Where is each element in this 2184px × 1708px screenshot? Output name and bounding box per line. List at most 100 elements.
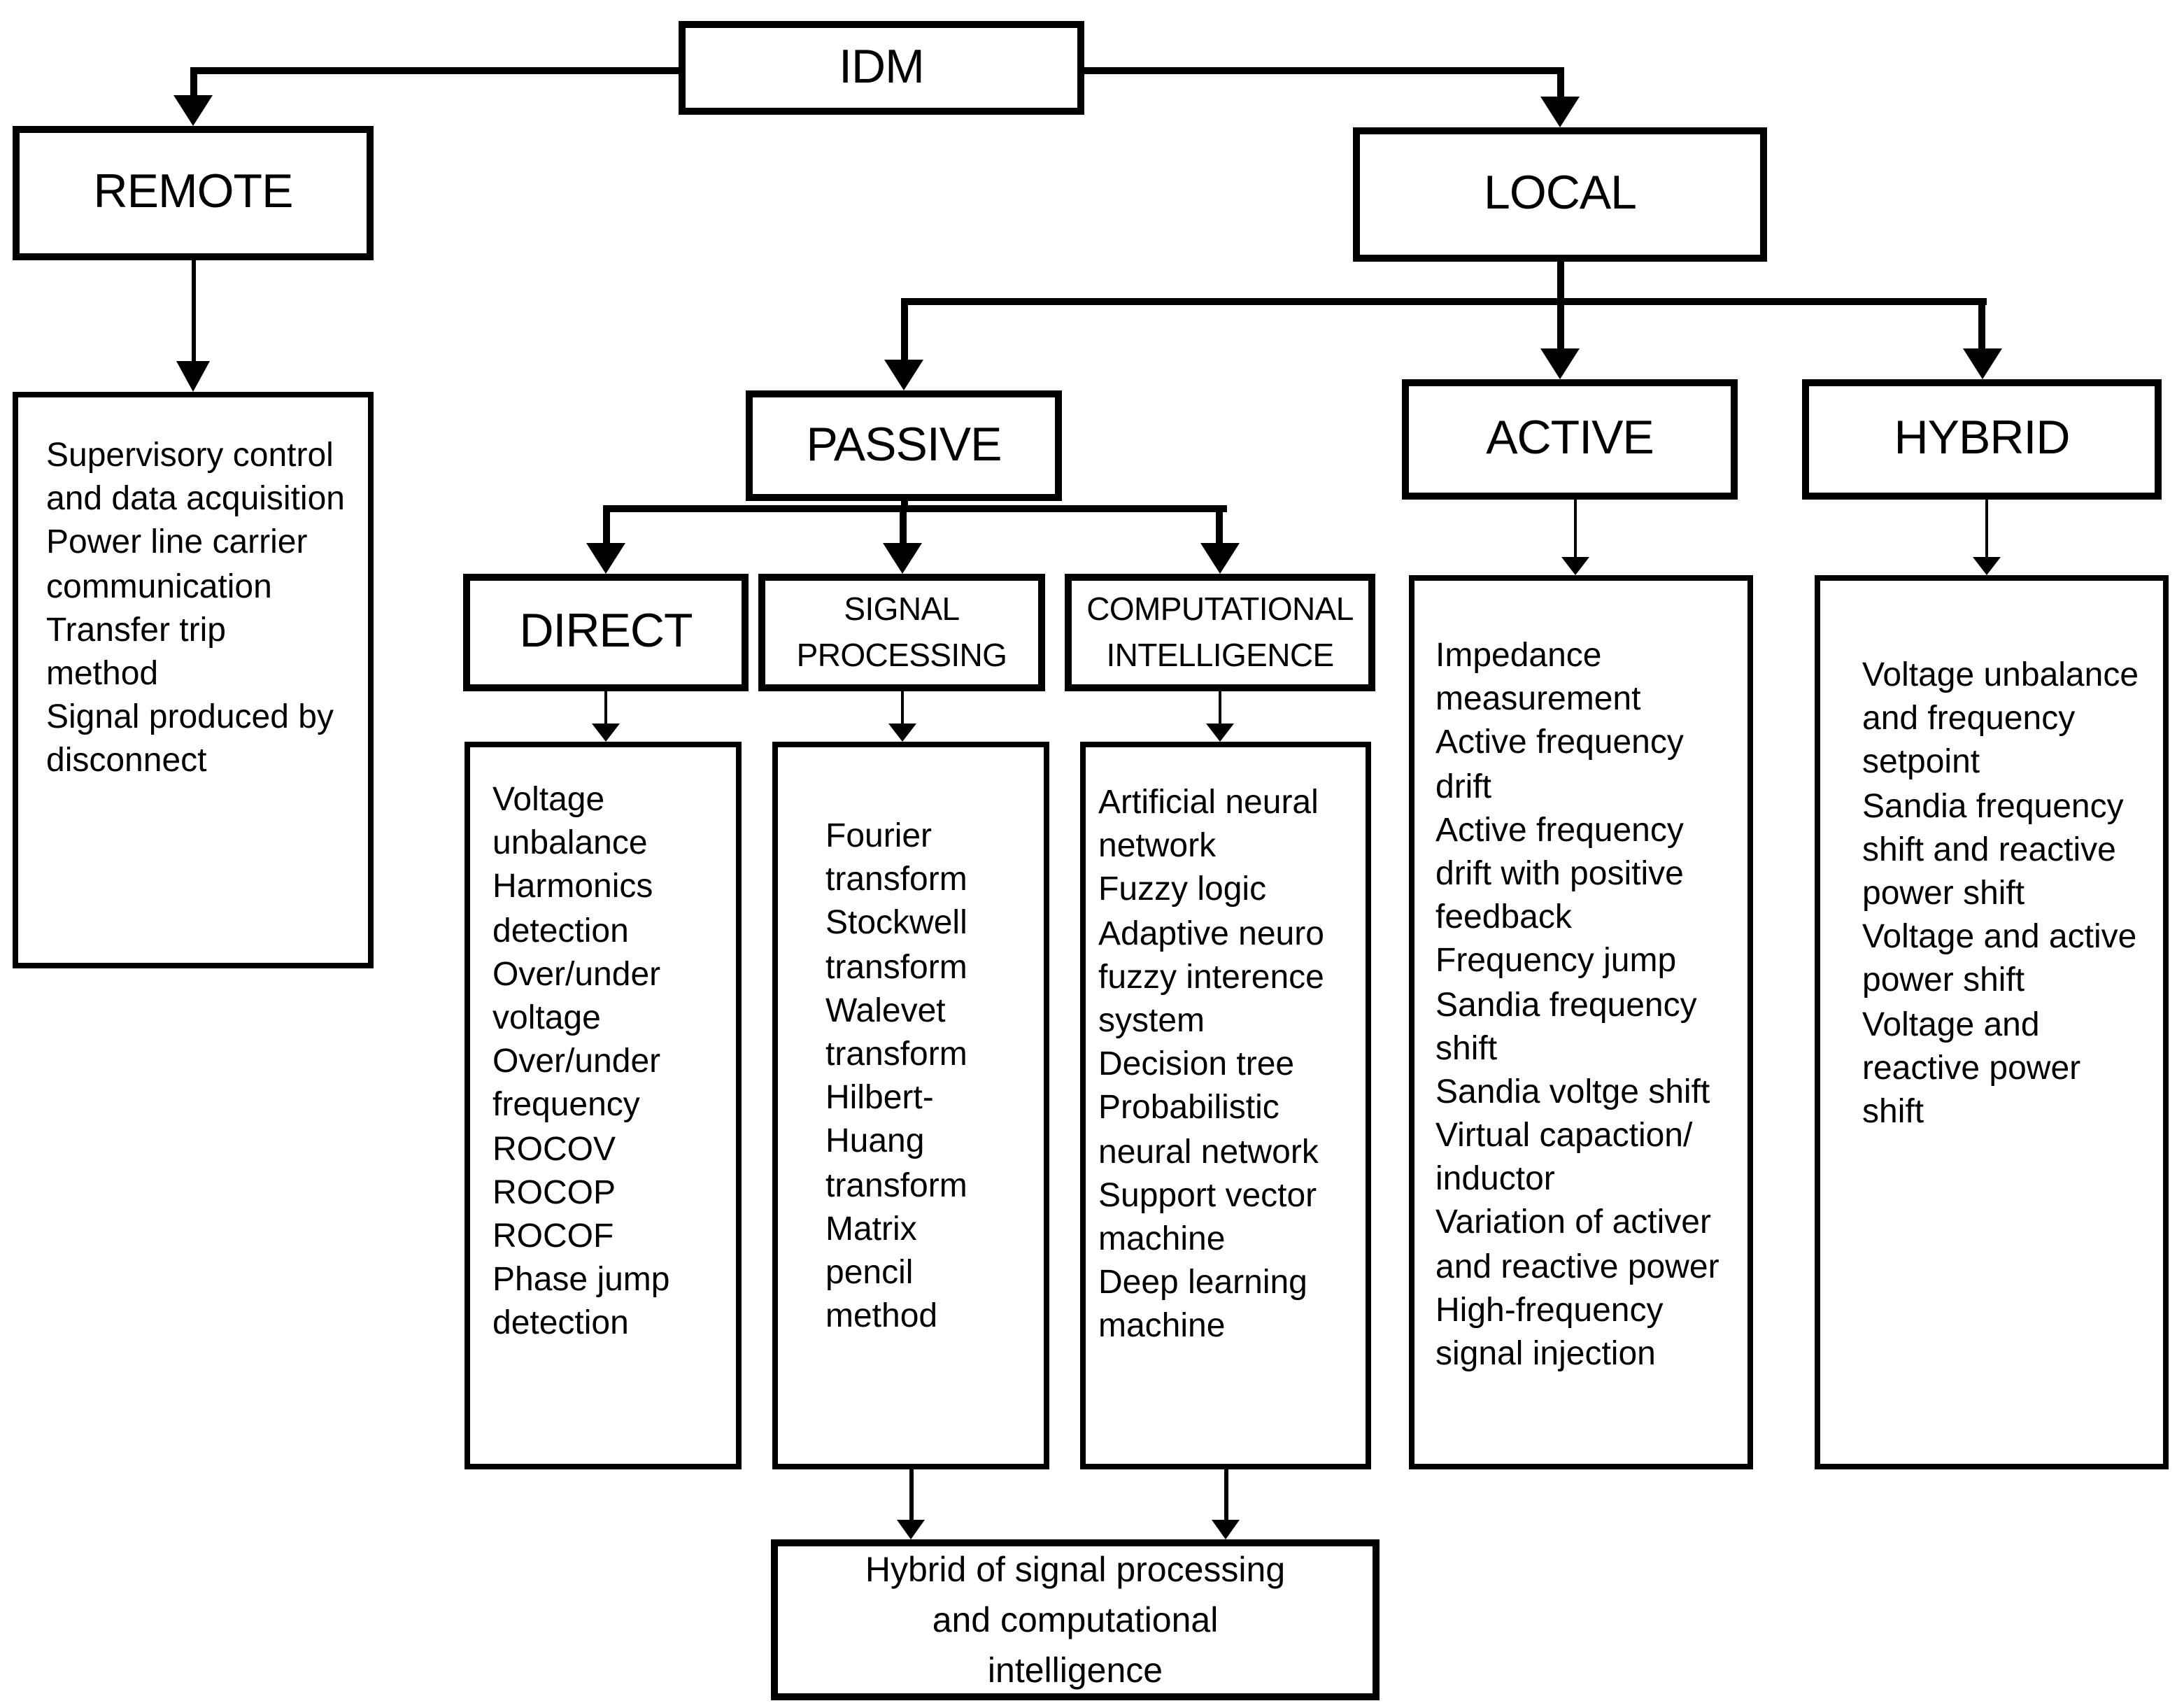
method-item: Supervisory control and data acquisition xyxy=(46,437,345,518)
method-item: ROCOF xyxy=(492,1217,614,1255)
node-signal-processing: SIGNAL PROCESSING xyxy=(758,574,1045,691)
method-item: Over/under frequency xyxy=(492,1043,661,1124)
method-item: ROCOV xyxy=(492,1130,616,1168)
stub-to-hybrid xyxy=(1978,304,1985,349)
arrowhead-into-computational-intelligence xyxy=(1200,543,1239,574)
method-item: Active frequency drift with positive fee… xyxy=(1435,811,1684,937)
node-computational-intelligence: COMPUTATIONAL INTELLIGENCE xyxy=(1065,574,1375,691)
connector-idm-remote-h xyxy=(190,66,686,73)
node-active-label: ACTIVE xyxy=(1486,411,1654,465)
node-direct-label: DIRECT xyxy=(519,605,693,658)
method-item: Deep learning machine xyxy=(1098,1264,1307,1346)
arrowhead-into-passive xyxy=(884,360,923,390)
method-item: Stockwell transform xyxy=(825,904,967,987)
stub-to-passive xyxy=(900,304,907,360)
arrowhead-into-remote-details xyxy=(176,361,210,392)
method-item: Support vector machine xyxy=(1098,1176,1317,1258)
node-local: LOCAL xyxy=(1353,127,1767,262)
connector-idm-remote-v xyxy=(190,66,197,96)
method-item: Decision tree xyxy=(1098,1045,1295,1084)
stub-to-signal-processing xyxy=(899,512,906,544)
method-item: Transfer trip method xyxy=(46,611,226,693)
connector-passive-stem xyxy=(900,501,907,508)
arrowhead-into-direct-details xyxy=(592,724,620,742)
stub-to-direct xyxy=(602,512,609,544)
arrowhead-into-sp-details xyxy=(888,724,916,742)
node-idm-label: IDM xyxy=(839,40,925,94)
connector-direct-details xyxy=(604,691,607,724)
method-item: Virtual capaction/ inductor xyxy=(1435,1117,1693,1199)
method-item: High-frequency signal injection xyxy=(1435,1291,1664,1373)
node-hybrid-label: HYBRID xyxy=(1894,411,2071,465)
arrowhead-sp-into-combo xyxy=(897,1520,925,1539)
node-local-label: LOCAL xyxy=(1484,167,1637,220)
connector-ci-to-combo xyxy=(1224,1469,1228,1520)
method-item: Phase jump detection xyxy=(492,1261,670,1343)
method-item: Artificial neural network xyxy=(1098,784,1319,866)
arrowhead-into-active-details xyxy=(1561,557,1589,575)
hybrid-methods-box: Voltage unbalance and frequency setpoint… xyxy=(1815,575,2169,1469)
node-remote-label: REMOTE xyxy=(93,165,294,219)
method-item: Fourier transform xyxy=(825,817,967,899)
arrowhead-into-hybrid-details xyxy=(1973,557,2001,575)
arrowhead-into-active xyxy=(1540,348,1580,379)
method-item: Active frequency drift xyxy=(1435,724,1684,806)
node-computational-intelligence-label: COMPUTATIONAL INTELLIGENCE xyxy=(1086,590,1354,673)
method-item: Impedance measurement xyxy=(1435,637,1641,719)
method-item: Voltage unbalance and frequency setpoint xyxy=(1862,656,2139,782)
node-signal-processing-label: SIGNAL PROCESSING xyxy=(796,590,1007,673)
connector-idm-local-v xyxy=(1557,66,1563,97)
method-item: Sandia frequency shift and reactive powe… xyxy=(1862,787,2124,912)
connector-hybrid-details xyxy=(1985,500,1988,557)
stub-to-active xyxy=(1557,304,1563,349)
method-item: Frequency jump xyxy=(1435,942,1677,980)
method-item: Harmonics detection xyxy=(492,868,653,950)
node-active: ACTIVE xyxy=(1402,379,1738,500)
connector-remote-details xyxy=(191,260,195,361)
connector-sp-to-combo xyxy=(909,1469,913,1520)
connector-idm-local-h xyxy=(1084,66,1563,73)
method-item: Walevet transform xyxy=(825,991,967,1073)
node-hybrid-sp-ci: Hybrid of signal processing and computat… xyxy=(771,1539,1380,1700)
arrowhead-into-hybrid xyxy=(1962,348,2001,379)
node-passive-label: PASSIVE xyxy=(806,418,1002,472)
arrowhead-ci-into-combo xyxy=(1212,1520,1240,1539)
node-direct: DIRECT xyxy=(463,574,749,691)
method-item: Sandia voltge shift xyxy=(1435,1073,1710,1111)
method-item: ROCOP xyxy=(492,1173,616,1212)
node-hybrid: HYBRID xyxy=(1802,379,2162,500)
method-item: Voltage unbalance xyxy=(492,781,648,863)
method-item: Fuzzy logic xyxy=(1098,870,1267,909)
arrowhead-into-local xyxy=(1540,97,1580,127)
node-remote: REMOTE xyxy=(13,126,374,260)
stub-to-computational-intelligence xyxy=(1216,512,1223,544)
node-idm: IDM xyxy=(679,21,1084,115)
method-item: Probabilistic neural network xyxy=(1098,1089,1319,1171)
method-item: Variation of activer and reactive power xyxy=(1435,1204,1719,1286)
passive-splitter xyxy=(602,505,1226,512)
connector-ci-details xyxy=(1218,691,1221,724)
method-item: Voltage and reactive power shift xyxy=(1862,1005,2081,1131)
method-item: Sandia frequency shift xyxy=(1435,986,1697,1068)
node-hybrid-sp-ci-label: Hybrid of signal processing and computat… xyxy=(865,1550,1286,1690)
method-item: Voltage and active power shift xyxy=(1862,918,2137,1000)
arrowhead-into-direct xyxy=(586,543,625,574)
remote-methods-box: Supervisory control and data acquisition… xyxy=(13,392,374,968)
connector-active-details xyxy=(1574,500,1577,557)
arrowhead-into-ci-details xyxy=(1205,724,1233,742)
method-item: Power line carrier communication xyxy=(46,523,308,606)
method-item: Signal produced by disconnect xyxy=(46,698,334,780)
local-splitter xyxy=(900,297,1986,304)
arrowhead-into-remote xyxy=(173,95,213,126)
method-item: Over/under voltage xyxy=(492,955,661,1037)
method-item: Hilbert-Huang transform xyxy=(825,1079,967,1204)
method-item: Adaptive neuro fuzzy interence system xyxy=(1098,915,1324,1040)
connector-local-stem xyxy=(1557,262,1563,297)
connector-sp-details xyxy=(901,691,904,724)
